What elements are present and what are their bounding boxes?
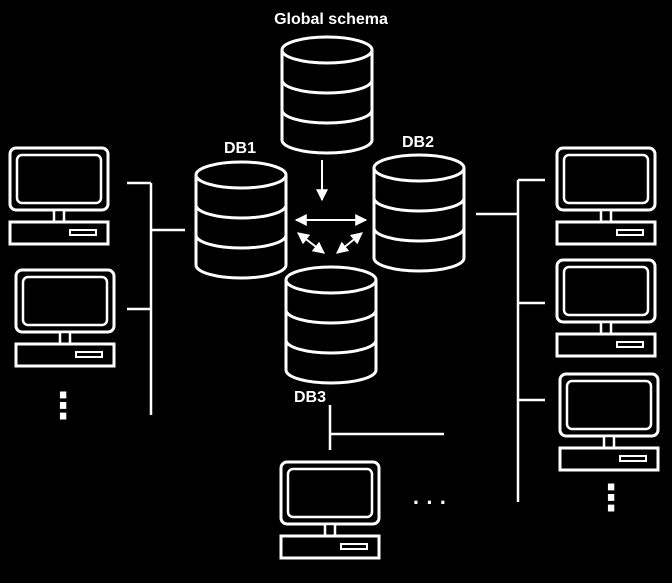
right-computer-3-icon <box>558 372 660 472</box>
bottom-ellipsis: · · · <box>413 490 447 515</box>
left-ellipsis: ⋮ <box>45 385 81 426</box>
left-computer-2-icon <box>14 268 116 368</box>
db1-db3-arrow <box>297 232 325 254</box>
right-computer-1-icon <box>555 146 657 246</box>
right-network-lines <box>476 178 545 502</box>
db2-label: DB2 <box>402 134 434 151</box>
right-ellipsis: ⋮ <box>593 477 629 518</box>
left-computer-1-icon <box>8 146 110 246</box>
db3-database-icon <box>284 265 378 385</box>
db3-label: DB3 <box>294 389 326 406</box>
left-network-lines <box>127 181 185 415</box>
global-schema-database-icon <box>280 35 374 155</box>
db1-label: DB1 <box>224 140 256 157</box>
bottom-computer-icon <box>279 460 381 560</box>
right-computer-2-icon <box>555 258 657 358</box>
db1-database-icon <box>194 160 288 280</box>
db2-database-icon <box>372 153 466 273</box>
db2-db3-arrow <box>336 232 363 254</box>
global-schema-label: Global schema <box>274 11 388 28</box>
bottom-network-lines <box>328 405 444 450</box>
